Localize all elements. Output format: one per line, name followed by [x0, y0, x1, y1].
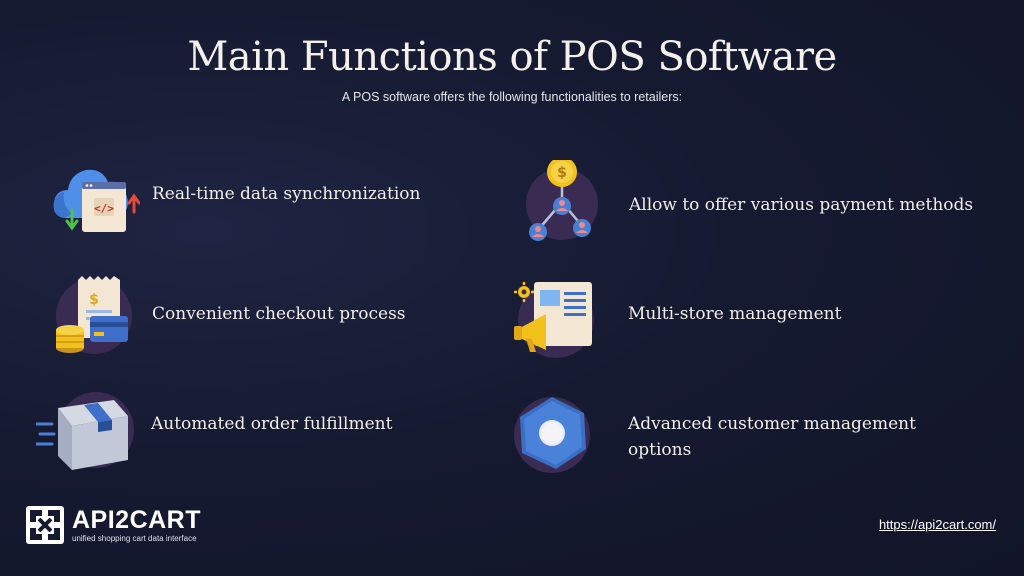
- checkout-receipt-icon: $: [50, 276, 140, 366]
- feature-customer-management: Advanced customer management options: [512, 391, 958, 481]
- shipping-box-icon: [36, 386, 139, 476]
- feature-label: Real-time data synchronization: [152, 184, 421, 204]
- feature-realtime-sync: </> Real-time data synchronization: [50, 156, 482, 246]
- feature-label: Automated order fulfillment: [151, 414, 393, 434]
- feature-checkout: $ Convenient checkout process: [50, 276, 482, 366]
- feature-order-fulfillment: Automated order fulfillment: [36, 386, 481, 476]
- website-link[interactable]: https://api2cart.com/: [878, 517, 996, 532]
- payment-network-icon: $: [518, 160, 608, 250]
- svg-text:$: $: [89, 292, 99, 308]
- brand-tagline: unified shopping cart data interface: [72, 534, 197, 543]
- cloud-sync-icon: </>: [50, 156, 140, 246]
- feature-label: Convenient checkout process: [152, 304, 406, 324]
- customer-hexagon-icon: [512, 391, 602, 481]
- svg-text:$: $: [557, 165, 567, 181]
- brand-logo: API2CART unified shopping cart data inte…: [26, 506, 201, 544]
- feature-label: Advanced customer management options: [628, 414, 916, 460]
- feature-multi-store: Multi-store management: [512, 276, 958, 366]
- brand-name: API2CART: [72, 506, 202, 534]
- page-title: Main Functions of POS Software: [187, 34, 837, 80]
- api2cart-logo-icon: [26, 506, 64, 544]
- feature-payment-methods: $ Allow to offer various payment methods: [518, 160, 1009, 250]
- feature-label: Multi-store management: [628, 304, 842, 324]
- megaphone-store-icon: [512, 276, 602, 366]
- page-subtitle: A POS software offers the following func…: [341, 90, 683, 104]
- svg-text:</>: </>: [94, 202, 114, 215]
- feature-label: Allow to offer various payment methods: [629, 195, 974, 215]
